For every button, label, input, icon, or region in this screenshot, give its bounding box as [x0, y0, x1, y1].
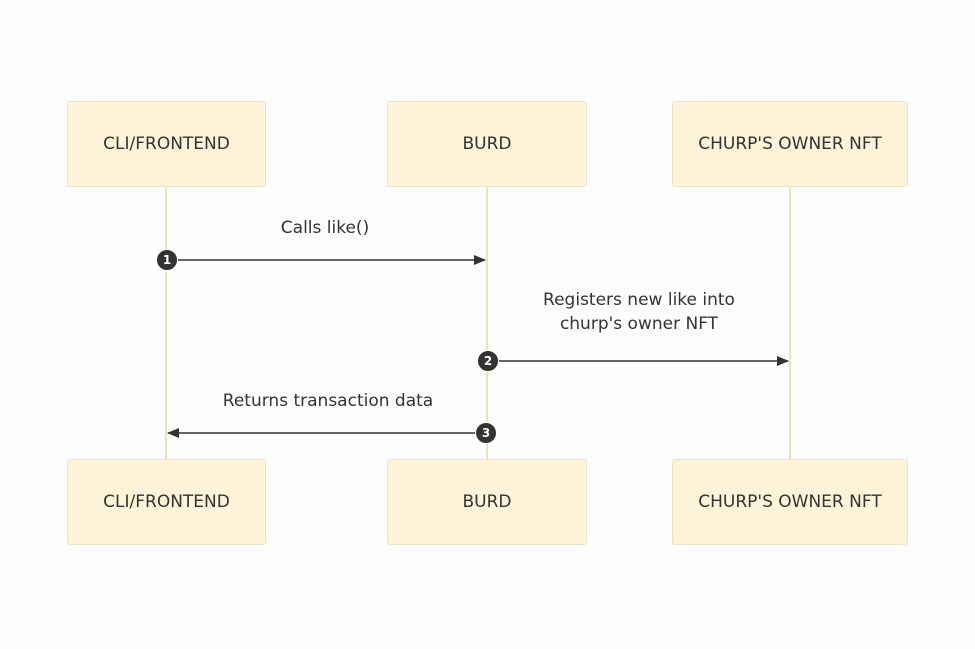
- sequence-number-badge-2: 2: [477, 350, 499, 372]
- actor-cli-frontend-top: CLI/FRONTEND: [67, 101, 266, 187]
- message-2-label: Registers new like into churp's owner NF…: [488, 288, 790, 336]
- message-3-label: Returns transaction data: [222, 391, 434, 411]
- message-1-label: Calls like(): [280, 218, 370, 238]
- actor-cli-frontend-bottom: CLI/FRONTEND: [67, 459, 266, 545]
- actor-churps-owner-nft-bottom: CHURP'S OWNER NFT: [672, 459, 908, 545]
- actor-churps-owner-nft-top: CHURP'S OWNER NFT: [672, 101, 908, 187]
- actor-burd-top: BURD: [387, 101, 587, 187]
- actor-burd-bottom: BURD: [387, 459, 587, 545]
- message-2-label-line-2: churp's owner NFT: [559, 314, 719, 334]
- sequence-number-badge-1: 1: [156, 249, 178, 271]
- message-2-label-line-1: Registers new like into: [543, 290, 735, 310]
- sequence-number-badge-3: 3: [475, 422, 497, 444]
